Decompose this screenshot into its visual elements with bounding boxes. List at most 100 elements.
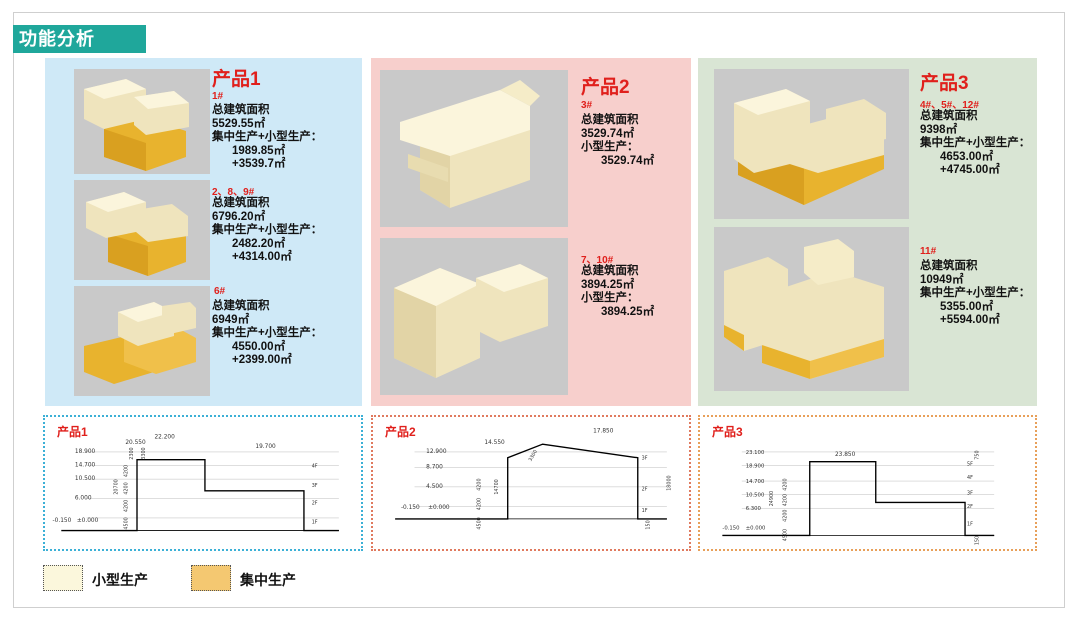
area-value: 6796.20㎡ bbox=[212, 210, 266, 223]
floor-4: 1F bbox=[312, 520, 318, 526]
dim-side-4: 4200 bbox=[123, 482, 129, 494]
elev-1: 18.900 bbox=[75, 449, 96, 455]
elev-3: 14.700 bbox=[746, 479, 765, 485]
floor-1: 3F bbox=[642, 456, 648, 462]
product-2-heading: 产品2 bbox=[581, 77, 630, 98]
area-value: 6949㎡ bbox=[212, 313, 250, 326]
production-label: 小型生产： bbox=[581, 292, 639, 304]
elev-4: 6.000 bbox=[75, 496, 92, 502]
elev-2: 14.700 bbox=[75, 463, 96, 469]
production-value-1: 2482.20㎡ bbox=[232, 237, 286, 250]
area-label: 总建筑面积 bbox=[581, 265, 639, 277]
elev-4: -0.150 bbox=[401, 505, 420, 511]
dim-side-6: 3300 bbox=[528, 449, 539, 463]
dim-top-3: 19.700 bbox=[255, 444, 276, 450]
production-label: 集中生产+小型生产： bbox=[212, 224, 323, 236]
production-value-1: 3894.25㎡ bbox=[601, 305, 655, 318]
dim-side-6: 2300 bbox=[129, 447, 135, 459]
elev-6: -0.150 bbox=[722, 526, 740, 532]
elev-3: 4.500 bbox=[426, 484, 443, 490]
dim-top-1: 14.550 bbox=[484, 440, 505, 446]
floor-3: 2F bbox=[312, 500, 318, 506]
production-label: 小型生产： bbox=[581, 141, 639, 153]
area-label: 总建筑面积 bbox=[212, 197, 270, 209]
dim-side-5: 4200 bbox=[123, 465, 129, 477]
production-label: 集中生产+小型生产： bbox=[920, 137, 1031, 149]
product-1-model-3-image bbox=[74, 286, 210, 396]
product-2-block-2-text: 总建筑面积 3894.25㎡ 小型生产： 3894.25㎡ bbox=[581, 265, 654, 319]
product-1-model-2-image bbox=[74, 180, 210, 280]
section-2-label: 产品2 bbox=[385, 425, 416, 439]
product-3-block-2-tag: 11# bbox=[920, 246, 937, 257]
product-1-block-3-tag: 6# bbox=[214, 286, 226, 297]
product-3-model-2-image bbox=[714, 227, 909, 391]
dim-top-1: 23.850 bbox=[835, 452, 856, 458]
production-value-1: 3529.74㎡ bbox=[601, 154, 655, 167]
dim-side-6: 150 bbox=[975, 536, 981, 545]
elev-4: 10.500 bbox=[746, 493, 765, 499]
dim-side-1: 24900 bbox=[769, 491, 775, 506]
area-label: 总建筑面积 bbox=[581, 114, 639, 126]
production-value-2: +4745.00㎡ bbox=[940, 164, 1000, 176]
product-3-block-1-text: 总建筑面积 9398㎡ 集中生产+小型生产： 4653.00㎡ +4745.00… bbox=[920, 110, 1030, 178]
area-value: 10949㎡ bbox=[920, 273, 964, 286]
dim-side-1: 14700 bbox=[494, 479, 500, 494]
floor-2: 2F bbox=[642, 487, 648, 493]
product-1-heading: 产品1 bbox=[212, 69, 261, 90]
area-value: 5529.55㎡ bbox=[212, 117, 266, 130]
production-value-1: 4550.00㎡ bbox=[232, 340, 286, 353]
product-2-block-1-tag: 3# bbox=[581, 100, 593, 111]
section-3-label: 产品3 bbox=[712, 425, 743, 439]
floor-3: 3F bbox=[967, 491, 973, 497]
elev-2: 18.900 bbox=[746, 463, 765, 469]
floor-4: 2F bbox=[967, 504, 973, 510]
product-2-block-2-tag: 7、10# bbox=[581, 255, 614, 266]
product-1-block-2-tag: 2、8、9# bbox=[212, 187, 255, 198]
area-value: 3894.25㎡ bbox=[581, 278, 635, 291]
product-1-block-3-text: 总建筑面积 6949㎡ 集中生产+小型生产： 4550.00㎡ +2399.00… bbox=[212, 300, 322, 368]
dim-side-3: 4200 bbox=[477, 498, 483, 510]
product-1-block-1-tag: 1# bbox=[212, 91, 224, 102]
elev-3: 10.500 bbox=[75, 476, 96, 482]
production-value-2: +5594.00㎡ bbox=[940, 314, 1000, 326]
dim-side-2: 4500 bbox=[477, 517, 483, 529]
elev-2: 8.700 bbox=[426, 464, 443, 470]
production-value-1: 1989.85㎡ bbox=[232, 144, 286, 157]
area-label: 总建筑面积 bbox=[920, 260, 978, 272]
area-label: 总建筑面积 bbox=[920, 110, 978, 122]
product-1-block-1-text: 总建筑面积 5529.55㎡ 集中生产+小型生产： 1989.85㎡ +3539… bbox=[212, 104, 322, 172]
floor-3: 1F bbox=[642, 508, 648, 514]
production-label: 集中生产+小型生产： bbox=[920, 287, 1031, 299]
area-value: 3529.74㎡ bbox=[581, 127, 635, 140]
dim-side-1: 20700 bbox=[114, 479, 120, 494]
dim-top-1: 20.550 bbox=[125, 440, 146, 446]
product-3-heading: 产品3 bbox=[920, 73, 969, 94]
production-value-2: +2399.00㎡ bbox=[232, 354, 292, 366]
dim-top-2: 22.200 bbox=[154, 434, 175, 440]
floor-1: 5F bbox=[967, 462, 973, 468]
product-2-block-1-text: 总建筑面积 3529.74㎡ 小型生产： 3529.74㎡ bbox=[581, 114, 654, 168]
legend-label-central-production: 集中生产 bbox=[240, 572, 296, 588]
production-value-2: +3539.7㎡ bbox=[232, 158, 286, 170]
product-2-section-svg: 12.900 8.700 4.500 -0.150 ±0.000 14.550 … bbox=[395, 429, 673, 530]
elev-1: 12.900 bbox=[426, 449, 447, 455]
dim-side-3: 4200 bbox=[123, 500, 129, 512]
product-2-model-2-image bbox=[380, 238, 568, 395]
dim-side-3: 4200 bbox=[782, 509, 788, 521]
dim-side-7: 3300 bbox=[141, 447, 147, 459]
page-title: 功能分析 bbox=[13, 25, 146, 53]
elev-1: 23.100 bbox=[746, 450, 765, 456]
floor-2: 4F bbox=[967, 475, 973, 481]
elev-5: -0.150 bbox=[53, 518, 72, 524]
dim-side-4: 4200 bbox=[477, 478, 483, 490]
product-3-section-svg: 23.100 18.900 14.700 10.500 6.300 -0.150… bbox=[722, 450, 995, 545]
product-1-block-2-text: 总建筑面积 6796.20㎡ 集中生产+小型生产： 2482.20㎡ +4314… bbox=[212, 197, 322, 265]
production-label: 集中生产+小型生产： bbox=[212, 131, 323, 143]
dim-side-7: 18000 bbox=[667, 475, 673, 490]
production-value-1: 4653.00㎡ bbox=[940, 150, 994, 163]
dim-side-5: 4200 bbox=[782, 478, 788, 490]
dim-side-5: 150 bbox=[645, 520, 651, 529]
elev-6: ±0.000 bbox=[77, 518, 99, 524]
product-1-section-drawing: 18.900 14.700 10.500 6.000 -0.150 ±0.000… bbox=[43, 415, 363, 551]
dim-top-2: 17.850 bbox=[593, 429, 614, 435]
